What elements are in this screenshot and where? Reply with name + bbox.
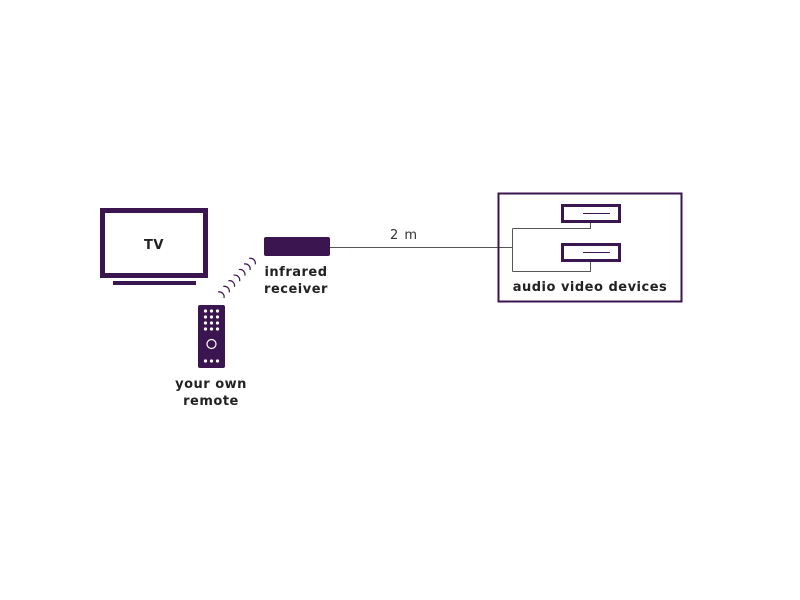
infrared-receiver: infrared receiver bbox=[264, 237, 330, 297]
cable-length-label: 2 m bbox=[390, 228, 418, 243]
remote-button bbox=[209, 315, 214, 319]
wave-arc bbox=[243, 263, 251, 271]
remote-button bbox=[209, 359, 214, 363]
wave-arc bbox=[223, 285, 230, 293]
audio-video-devices: audio video devices bbox=[497, 192, 683, 303]
receiver-body bbox=[264, 237, 330, 256]
device-2 bbox=[561, 243, 621, 262]
remote-button bbox=[203, 309, 208, 313]
remote-button bbox=[215, 359, 220, 363]
remote-button bbox=[203, 321, 208, 325]
remote-control: your own remote bbox=[175, 305, 247, 409]
remote-button bbox=[215, 309, 220, 313]
remote-button bbox=[215, 321, 220, 325]
remote-label-line2: remote bbox=[183, 394, 239, 409]
tv-stand bbox=[113, 281, 196, 285]
receiver-label-line2: receiver bbox=[264, 282, 328, 297]
remote-button bbox=[209, 327, 214, 331]
wave-arc bbox=[217, 291, 225, 299]
remote-label-line1: your own bbox=[175, 377, 247, 392]
device-1 bbox=[561, 204, 621, 223]
remote-button bbox=[203, 359, 208, 363]
remote-button bbox=[209, 321, 214, 325]
devices-frame bbox=[497, 192, 683, 303]
tv: TV bbox=[100, 208, 208, 285]
receiver-label-line1: infrared bbox=[264, 265, 327, 280]
wave-arc bbox=[228, 280, 236, 287]
remote-button bbox=[215, 315, 220, 319]
tv-label: TV bbox=[144, 238, 164, 253]
device-connector-lines bbox=[512, 222, 591, 272]
remote-button bbox=[203, 327, 208, 331]
wave-arc bbox=[238, 268, 246, 276]
remote-button bbox=[215, 327, 220, 331]
wave-arc bbox=[233, 274, 241, 282]
remote-body bbox=[198, 305, 225, 368]
wave-arc bbox=[249, 257, 256, 265]
infrared-waves-icon bbox=[217, 257, 256, 299]
remote-button bbox=[203, 315, 208, 319]
remote-button bbox=[209, 309, 214, 313]
remote-dpad-icon bbox=[206, 338, 217, 350]
devices-label: audio video devices bbox=[513, 280, 668, 295]
tv-screen bbox=[100, 208, 208, 278]
